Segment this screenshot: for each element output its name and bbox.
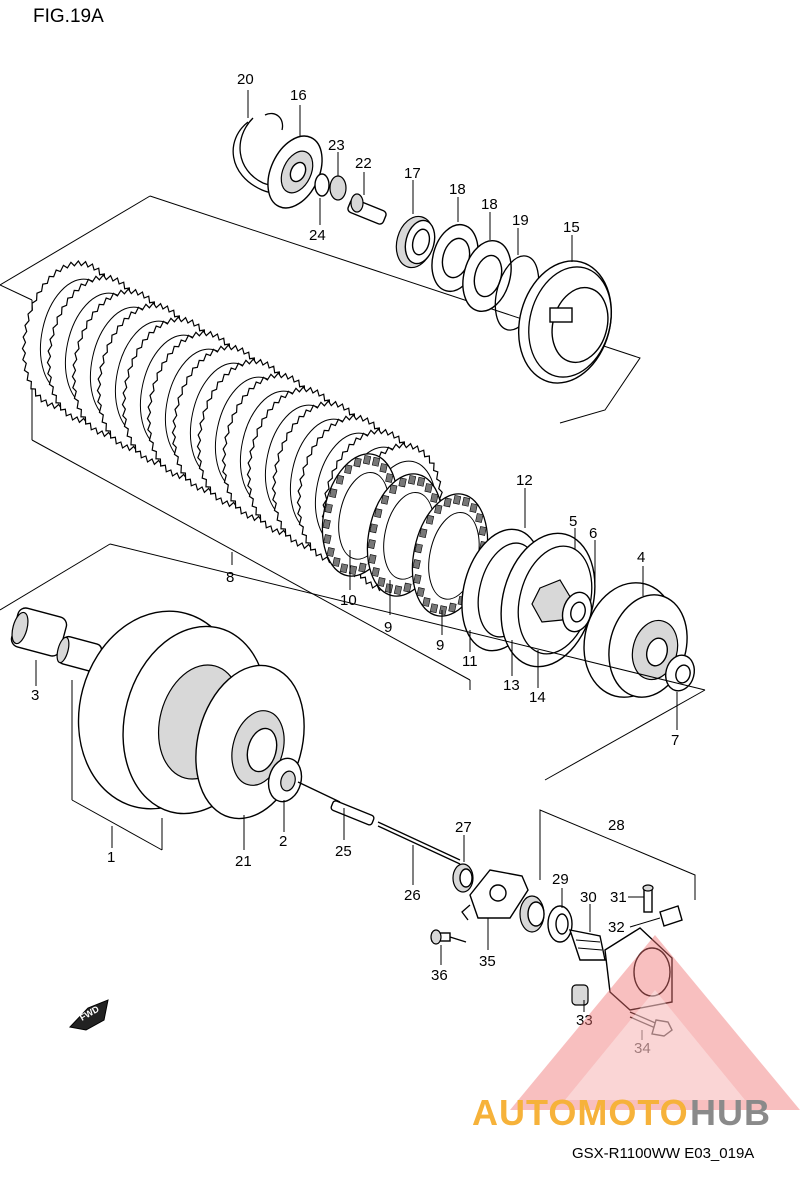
pressure-plate-15 (517, 260, 613, 384)
callout-9a: 9 (384, 619, 392, 636)
callout-36: 36 (431, 967, 448, 984)
callout-35: 35 (479, 953, 496, 970)
bearing-17 (395, 215, 436, 269)
callout-7: 7 (671, 732, 679, 749)
callout-18b: 18 (481, 196, 498, 213)
nut-23 (329, 175, 347, 201)
callout-12: 12 (516, 472, 533, 489)
bleeder-31 (642, 884, 654, 913)
release-cylinder-body (604, 927, 673, 1011)
callout-13: 13 (503, 677, 520, 694)
washer-2 (267, 757, 303, 803)
lower-group-frame (0, 543, 706, 781)
callout-11: 11 (462, 653, 478, 670)
callout-4: 4 (637, 549, 645, 566)
plate-18b (462, 240, 512, 312)
callout-10: 10 (340, 592, 357, 609)
bracket-35 (461, 869, 529, 921)
callout-31: 31 (610, 889, 627, 906)
callout-8: 8 (226, 569, 234, 586)
callout-25: 25 (335, 843, 352, 860)
pin-33 (571, 984, 589, 1006)
callout-28: 28 (608, 817, 625, 834)
callout-24: 24 (309, 227, 326, 244)
pressure-disc-16 (267, 135, 323, 209)
callout-2: 2 (279, 833, 287, 850)
callout-16: 16 (290, 87, 307, 104)
fwd-direction-arrow: FWD (69, 999, 109, 1031)
seal-29 (519, 895, 573, 943)
callout-22: 22 (355, 155, 372, 172)
callout-14: 14 (529, 689, 546, 706)
bolt-34 (629, 1011, 673, 1037)
callout-15: 15 (563, 219, 580, 236)
washer-24 (314, 173, 330, 197)
callout-9b: 9 (436, 637, 444, 654)
seal-27 (452, 863, 474, 893)
bolt-36 (430, 929, 467, 945)
callout-18a: 18 (449, 181, 466, 198)
callout-34: 34 (634, 1040, 651, 1057)
needle-bearing-3 (10, 607, 68, 657)
callout-27: 27 (455, 819, 472, 836)
callout-6: 6 (589, 525, 597, 542)
callout-29: 29 (552, 871, 569, 888)
callout-33: 33 (576, 1012, 593, 1029)
callout-23: 23 (328, 137, 345, 154)
release-frame-28 (539, 809, 696, 900)
plate-18a (431, 223, 479, 293)
callout-text-group: 20 16 23 22 24 17 18 18 19 15 8 10 9 9 1… (31, 71, 679, 1057)
pushrod-26 (377, 821, 461, 865)
model-code: GSX-R1100WW E03_019A (572, 1145, 754, 1162)
fitting-32 (659, 905, 683, 927)
callout-1: 1 (107, 849, 115, 866)
callout-21: 21 (235, 853, 252, 870)
callout-20: 20 (237, 71, 254, 88)
housing-leader-frame (71, 680, 163, 851)
callout-26: 26 (404, 887, 421, 904)
watermark-brand-part2: HUB (690, 1092, 771, 1133)
callout-17: 17 (404, 165, 421, 182)
callout-32: 32 (608, 919, 625, 936)
top-group-frame (0, 195, 641, 424)
callout-3: 3 (31, 687, 39, 704)
boot-30 (568, 929, 606, 961)
watermark: AUTOMOTO HUB (472, 935, 800, 1133)
callout-labels (35, 90, 678, 1040)
callout-19: 19 (512, 212, 529, 229)
callout-30: 30 (580, 889, 597, 906)
figure-title: FIG.19A (33, 6, 104, 27)
clutch-hub-14 (500, 532, 596, 668)
pushrod-25 (297, 781, 375, 826)
callout-5: 5 (569, 513, 577, 530)
watermark-triangle (510, 935, 800, 1110)
pushrod-piece-22 (347, 193, 387, 225)
watermark-brand-part1: AUTOMOTO (472, 1092, 689, 1133)
